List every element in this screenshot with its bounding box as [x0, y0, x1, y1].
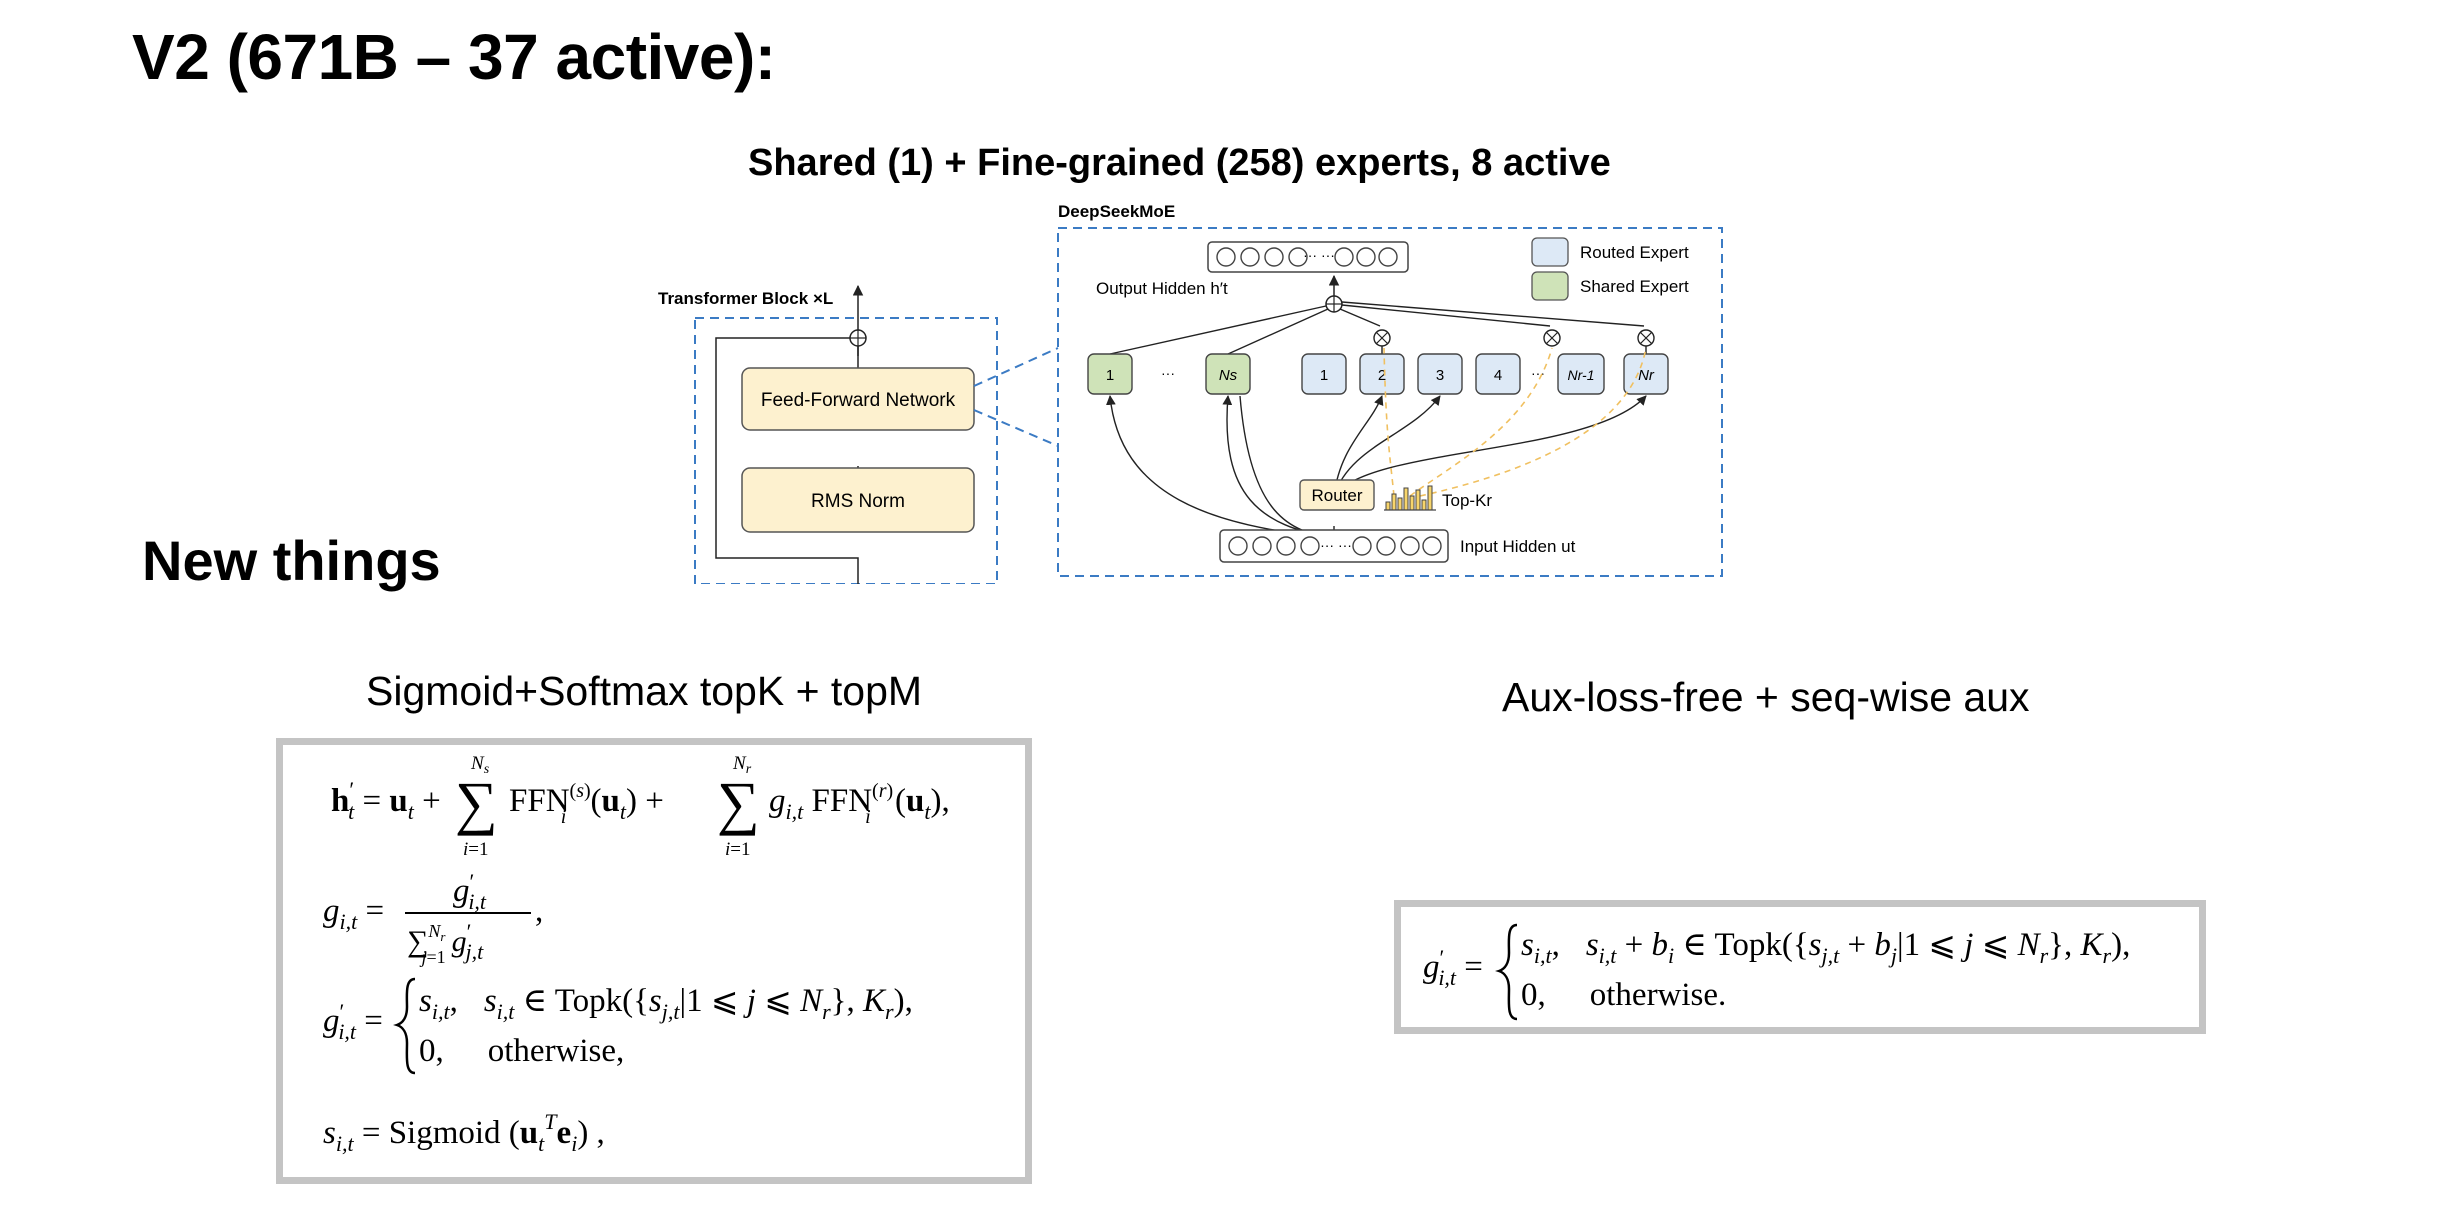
svg-text:0,otherwise.: 0,otherwise.	[1521, 977, 1726, 1013]
svg-text:si,t,si,t ∈ Topk({sj,t|1 ⩽ j ⩽: si,t,si,t ∈ Topk({sj,t|1 ⩽ j ⩽ Nr}, Kr),	[419, 983, 913, 1024]
svg-text:Nr-1: Nr-1	[1568, 367, 1595, 383]
equation-sigmoid-score: si,t = Sigmoid (utTei) ,	[323, 1109, 605, 1156]
svg-text:gi,t FFN(r)i (ut),: gi,t FFN(r)i (ut),	[769, 780, 950, 828]
svg-text:gi,t =: gi,t =	[323, 893, 384, 934]
svg-text:si,t,si,t + bi ∈ Topk({sj,t +: si,t,si,t + bi ∈ Topk({sj,t + bj|1 ⩽ j ⩽…	[1521, 927, 2130, 968]
svg-text:··· ···: ··· ···	[1303, 247, 1335, 263]
output-hidden-vector	[1207, 241, 1409, 273]
left-equations: h′t = ut + ∑ Ns i=1 FFN(s)i (ut) + ∑ Nr …	[323, 753, 950, 1156]
topk-histogram-icon	[1385, 485, 1433, 511]
svg-text:h′t = ut +: h′t = ut +	[331, 777, 441, 824]
svg-text:1: 1	[1320, 367, 1328, 384]
legend-shared-label: Shared Expert	[1580, 277, 1689, 296]
routed-expert-1	[1301, 353, 1347, 395]
routed-expert-4	[1475, 353, 1521, 395]
svg-text:1: 1	[1106, 367, 1114, 384]
rms-norm-label: RMS Norm	[811, 491, 905, 512]
svg-text:i=1: i=1	[463, 839, 489, 860]
slide-title: V2 (671B – 37 active):	[132, 21, 776, 93]
svg-text:Nr: Nr	[732, 753, 752, 777]
moe-architecture-diagram: Transformer Block ×L Feed-Forward Networ…	[658, 202, 1723, 584]
routed-experts	[1301, 353, 1669, 395]
left-equations-caption: Sigmoid+Softmax topK + topM	[366, 668, 923, 714]
right-equation-box: g′i,t = si,t,si,t + bi ∈ Topk({sj,t + bj…	[1394, 900, 2206, 1034]
gate-multiply-icon	[1373, 329, 1655, 347]
transformer-block-label: Transformer Block ×L	[658, 289, 833, 308]
svg-text:···: ···	[1531, 365, 1545, 381]
routed-expert-3	[1417, 353, 1463, 395]
svg-text:FFN(s)i (ut) +: FFN(s)i (ut) +	[509, 780, 664, 828]
svg-text:Ns: Ns	[470, 753, 490, 777]
svg-text:g′i,t: g′i,t	[453, 869, 487, 914]
legend-routed-label: Routed Expert	[1580, 243, 1689, 262]
shared-expert-ns	[1205, 353, 1251, 395]
svg-text:∑: ∑	[455, 770, 498, 836]
right-equations-caption: Aux-loss-free + seq-wise aux	[1502, 674, 2030, 720]
svg-text:3: 3	[1436, 367, 1444, 384]
svg-text:Ns: Ns	[1219, 367, 1238, 384]
svg-text:··· ···: ··· ···	[1320, 537, 1352, 553]
svg-text:,: ,	[535, 893, 543, 929]
svg-text:i=1: i=1	[725, 839, 751, 860]
router-block	[1299, 479, 1375, 511]
svg-text:g′i,t =: g′i,t =	[323, 999, 383, 1044]
equation-bias-topk-selection: g′i,t = si,t,si,t + bi ∈ Topk({sj,t + bj…	[1423, 923, 2130, 1021]
routed-expert-nr-1	[1557, 353, 1605, 395]
svg-text:···: ···	[1161, 365, 1175, 381]
ffn-block	[741, 367, 975, 431]
svg-text:∑Nrj=1g′j,t: ∑Nrj=1g′j,t	[407, 919, 484, 967]
svg-text:0,otherwise,: 0,otherwise,	[419, 1033, 624, 1069]
routed-expert-nr	[1623, 353, 1669, 395]
output-hidden-label: Output Hidden h′t	[1096, 279, 1228, 298]
equation-output-hidden: h′t = ut + ∑ Ns i=1 FFN(s)i (ut) + ∑ Nr …	[331, 753, 950, 860]
right-equations: g′i,t = si,t,si,t + bi ∈ Topk({sj,t + bj…	[1423, 923, 2130, 1021]
shared-expert-swatch	[1531, 271, 1569, 301]
svg-text:2: 2	[1378, 367, 1386, 384]
rms-norm-block	[741, 467, 975, 533]
diagram-title: Shared (1) + Fine-grained (258) experts,…	[748, 142, 1611, 184]
svg-text:Nr: Nr	[1638, 367, 1655, 384]
shared-expert-1	[1087, 353, 1133, 395]
ffn-label: Feed-Forward Network	[761, 390, 956, 411]
moe-label: DeepSeekMoE	[1058, 202, 1175, 221]
topk-label: Top-Kr	[1442, 491, 1492, 510]
routed-expert-2	[1359, 353, 1405, 395]
left-equation-box: h′t = ut + ∑ Ns i=1 FFN(s)i (ut) + ∑ Nr …	[276, 738, 1032, 1184]
moe-frame	[1057, 227, 1723, 577]
svg-text:4: 4	[1494, 367, 1502, 384]
routed-expert-swatch	[1531, 237, 1569, 267]
section-heading: New things	[142, 529, 441, 592]
input-hidden-label: Input Hidden ut	[1460, 537, 1576, 556]
svg-text:g′i,t =: g′i,t =	[1423, 945, 1483, 990]
equation-topk-selection: g′i,t = si,t,si,t ∈ Topk({sj,t|1 ⩽ j ⩽ N…	[323, 977, 913, 1075]
router-label: Router	[1311, 486, 1362, 505]
svg-text:∑: ∑	[717, 770, 760, 836]
transformer-block-frame	[694, 317, 998, 584]
svg-text:si,t = Sigmoid (utTei) ,: si,t = Sigmoid (utTei) ,	[323, 1109, 605, 1156]
